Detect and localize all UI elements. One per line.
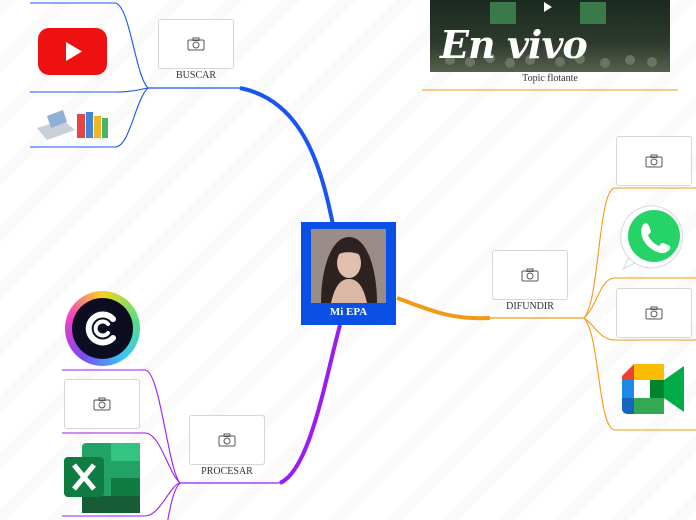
difundir-connector [396,296,491,321]
floating-topic-image[interactable]: En vivo [430,0,670,72]
procesar-sub-connector-4 [167,482,181,520]
canva-logo[interactable] [65,291,140,366]
youtube-logo[interactable] [38,28,107,75]
canva-icon [85,311,116,346]
buscar-connector [239,86,335,226]
procesar-label: PROCESAR [201,466,253,477]
youtube-icon [66,42,82,61]
books-laptop-image[interactable] [33,104,111,144]
whatsapp-logo[interactable] [620,203,688,271]
difundir-sub-connector-4 [583,317,696,431]
profile-photo [311,229,386,303]
central-topic-label: Mi EPA [329,306,368,318]
procesar-connector [279,324,342,485]
camera-icon [187,37,205,51]
procesar-photo-placeholder[interactable] [189,415,265,465]
buscar-photo-placeholder[interactable] [158,19,234,69]
google-meet-logo[interactable] [620,362,686,416]
floating-topic-label: Topic flotante [522,73,578,84]
camera-icon [93,397,111,411]
difundir-sub-connector-3 [583,317,696,341]
excel-icon [64,443,140,513]
books-laptop-icon [37,110,108,140]
camera-icon [218,433,236,447]
camera-icon [645,306,663,320]
difundir-child-photo-placeholder-1[interactable] [616,136,692,186]
whatsapp-icon [620,205,684,271]
difundir-sub-connector-1 [583,187,696,319]
procesar-sub-connector-2 [62,432,181,484]
floating-topic-image-text: En vivo [440,22,588,67]
difundir-child-photo-placeholder-2[interactable] [616,288,692,338]
procesar-sub-connector-1 [62,369,181,484]
buscar-label: BUSCAR [175,70,216,81]
camera-icon [645,154,663,168]
procesar-sub-connector-3 [62,482,181,517]
procesar-child-photo-placeholder[interactable] [64,379,140,429]
buscar-sub-connector-1 [30,2,149,89]
central-topic[interactable]: Mi EPA [301,222,396,325]
difundir-label: DIFUNDIR [506,301,554,312]
difundir-sub-connector-2 [583,277,696,319]
concert-crowd-icon [445,2,657,68]
google-meet-icon [622,364,684,414]
buscar-sub-connector-2 [30,87,149,93]
difundir-photo-placeholder[interactable] [492,250,568,300]
camera-icon [521,268,539,282]
buscar-sub-connector-3 [30,87,149,148]
excel-logo[interactable] [64,443,140,513]
